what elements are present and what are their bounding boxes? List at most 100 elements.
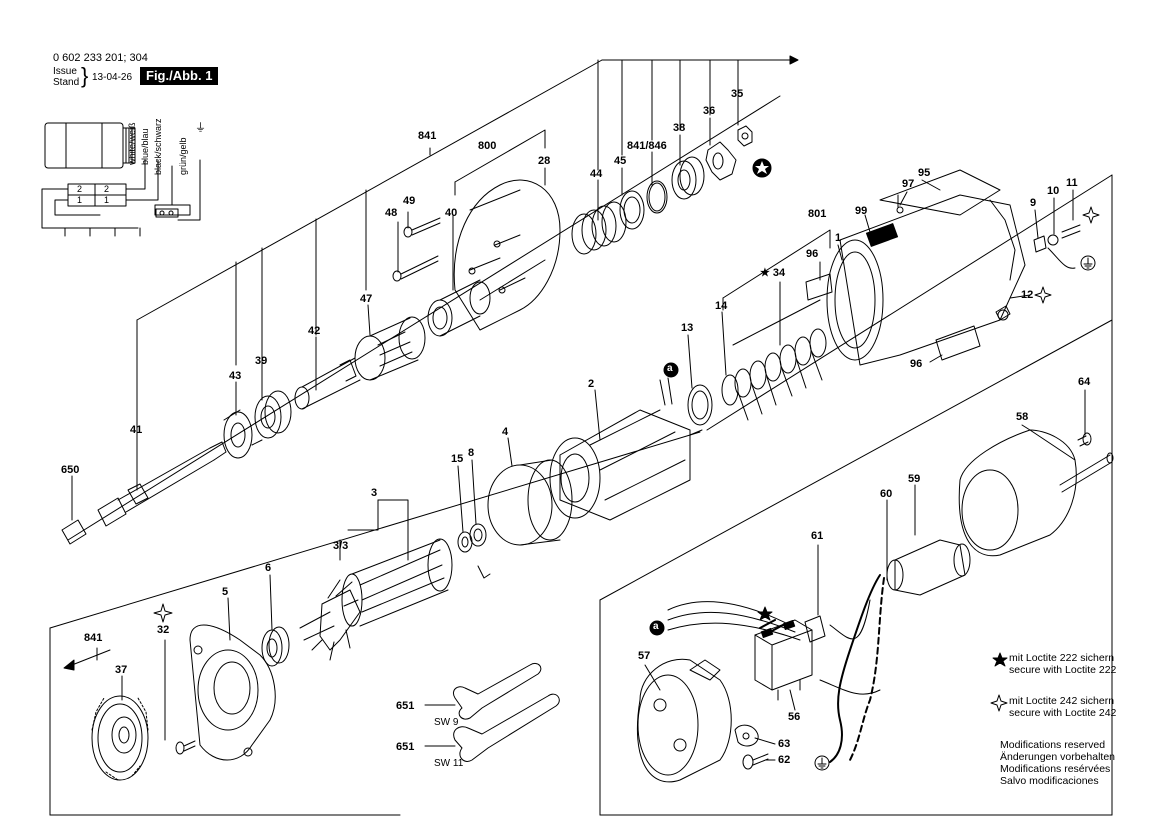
part-number: 48	[385, 207, 398, 219]
ground-icon	[814, 755, 830, 771]
part-number: 41	[130, 424, 143, 436]
ring-4	[487, 459, 573, 546]
armature-3	[299, 538, 453, 661]
wrench-sw9	[452, 662, 542, 720]
ground-icon	[1080, 255, 1096, 271]
part-number: 14	[715, 300, 728, 312]
brace: }	[81, 63, 89, 88]
legend-icons	[990, 652, 1008, 712]
terminal-label: 2	[104, 184, 110, 194]
marker-a: a	[667, 363, 673, 374]
marker-a: a	[653, 621, 659, 632]
part-number: 13	[681, 322, 694, 334]
star-filled-icon	[757, 606, 773, 621]
wire-label-green: grün/gelb	[178, 137, 188, 175]
label-plate-96-bottom	[935, 325, 981, 361]
wire-label-white: white/weiß	[127, 122, 137, 165]
brush-holders-34	[732, 299, 827, 421]
nut-35	[737, 125, 753, 147]
screw-49	[403, 217, 441, 238]
plug-61	[804, 615, 826, 643]
part-number: 39	[255, 355, 268, 367]
switch-56	[754, 619, 813, 701]
washer-45	[619, 190, 645, 230]
screw-62	[742, 753, 769, 770]
end-shield-5	[189, 624, 276, 761]
stator-2	[549, 377, 703, 521]
part-number: 99	[855, 205, 868, 217]
pinion-36	[705, 141, 737, 181]
screw-48	[392, 255, 439, 282]
legend-modifications: Modifications reserved	[1000, 739, 1106, 751]
part-number: 841	[418, 130, 437, 142]
part-number: 96	[806, 248, 819, 260]
bearing-6	[261, 626, 290, 667]
legend-loctite222-en: secure with Loctite 222	[1009, 664, 1117, 676]
motor-housing-1	[826, 169, 1026, 366]
part-number: 28	[538, 155, 551, 167]
part-number: 9	[1030, 197, 1037, 209]
wrench-size: SW 9	[434, 717, 459, 728]
power-cable-60	[829, 574, 885, 763]
part-number: ★ 34	[760, 267, 786, 279]
part-number: 3	[371, 487, 378, 499]
part-number: 35	[731, 88, 744, 100]
part-number: 56	[788, 711, 801, 723]
part-number: 651	[396, 700, 415, 712]
part-number: 45	[614, 155, 627, 167]
part-number: 8	[468, 447, 475, 459]
part-number: 1	[835, 232, 842, 244]
part-number: 3/3	[333, 540, 349, 552]
part-number: 64	[1078, 376, 1091, 388]
spindle-shaft	[61, 441, 227, 545]
legend-modifications: Änderungen vorbehalten	[1000, 751, 1116, 763]
part-number: 11	[1066, 177, 1078, 189]
part-number: 650	[61, 464, 80, 476]
terminal-label: 1	[77, 195, 83, 205]
part-number: 10	[1047, 185, 1060, 197]
o-ring-841-846	[646, 180, 668, 214]
screw-64	[1077, 432, 1092, 447]
gear-37	[91, 695, 149, 781]
terminal-9-10-11	[1033, 224, 1081, 269]
star-filled-icon	[752, 158, 772, 178]
issue-date: 13-04-26	[92, 72, 133, 83]
marker-a-circles	[649, 362, 679, 636]
screw-32	[164, 639, 196, 755]
washer-8	[469, 523, 491, 579]
spring-44	[571, 201, 627, 255]
wrench-sw11	[453, 693, 560, 762]
screw-12	[995, 305, 1011, 321]
part-number: 36	[703, 105, 716, 117]
wire-label-black: black/schwarz	[153, 118, 163, 175]
wiring-harness	[667, 599, 881, 695]
ring-14	[721, 374, 739, 406]
bearing-43	[223, 409, 263, 459]
bearing-39	[254, 390, 292, 439]
part-number: 42	[308, 325, 321, 337]
part-number: 43	[229, 370, 242, 382]
cable-sleeve-59	[886, 539, 971, 596]
figure-label: Fig./Abb. 1	[140, 67, 219, 85]
assembly-frame-upper	[67, 55, 799, 541]
legend-modifications: Salvo modificaciones	[1000, 775, 1099, 787]
part-number: 59	[908, 473, 921, 485]
part-number: 2	[588, 378, 595, 390]
ground-icon: ⏚	[195, 122, 206, 134]
wrench-size: SW 11	[434, 758, 464, 769]
arrow-left-icon	[63, 647, 111, 671]
part-number: 38	[673, 122, 686, 134]
part-number: 801	[808, 208, 827, 220]
legend-loctite222-de: mit Loctite 222 sichern	[1009, 652, 1115, 664]
stand-label: Stand	[53, 77, 80, 88]
part-number: 651	[396, 741, 415, 753]
sleeve-42	[294, 357, 361, 410]
part-number: 44	[590, 168, 603, 180]
part-number: 47	[360, 293, 373, 305]
assembly-frame-right	[599, 174, 1113, 816]
star-outline-icon	[153, 603, 173, 623]
part-number: 57	[638, 650, 651, 662]
end-cap-57	[636, 658, 732, 783]
wire-label-blue: blue/blau	[140, 128, 150, 165]
